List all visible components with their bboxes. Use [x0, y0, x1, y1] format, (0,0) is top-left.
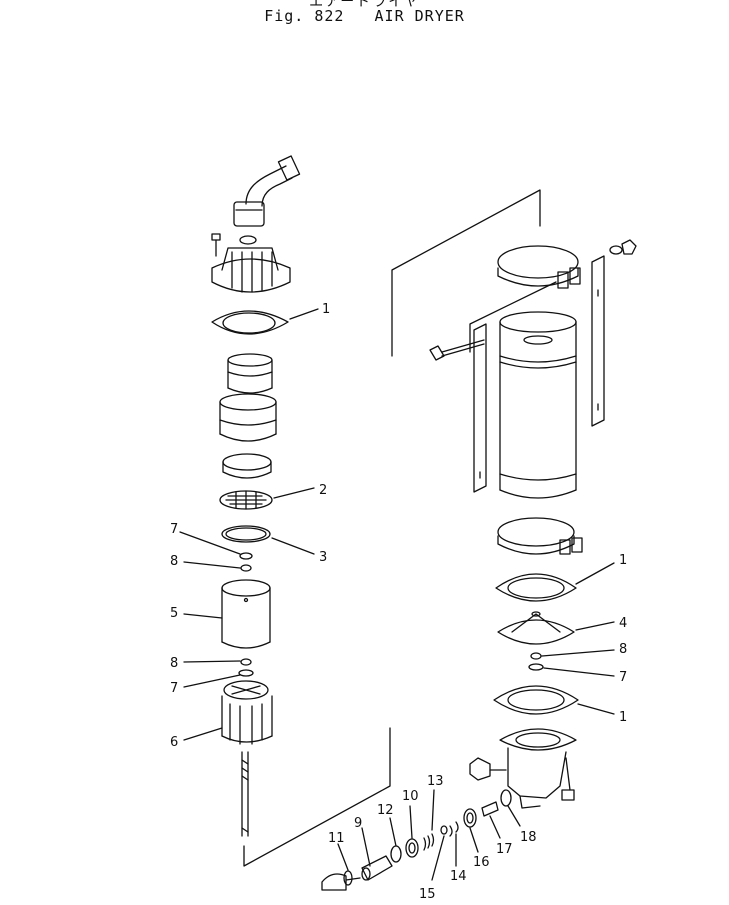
spring-part [423, 833, 435, 851]
leader-line [489, 815, 501, 839]
spring-seat-part [405, 838, 419, 858]
mesh-filter-part [219, 490, 273, 510]
nut-part [240, 564, 252, 572]
cone-baffle-part [497, 611, 575, 645]
leader-line [183, 613, 223, 619]
leader-line [273, 487, 315, 499]
callout-16: 16 [473, 855, 490, 870]
callout-7-upper: 7 [170, 522, 178, 537]
ring-part [390, 845, 402, 863]
leader-line [543, 667, 615, 677]
leader-line [179, 531, 241, 555]
callout-5: 5 [170, 606, 178, 621]
bowl-part [219, 393, 277, 442]
gasket-part [495, 573, 577, 602]
connection-line [469, 281, 557, 353]
callout-12: 12 [377, 803, 394, 818]
valve-seat-part [449, 821, 459, 837]
callout-3: 3 [319, 550, 327, 565]
callout-9: 9 [354, 816, 362, 831]
cartridge-holder-part [221, 680, 273, 745]
leader-line [541, 649, 615, 657]
washer-part [609, 245, 623, 255]
leader-line [183, 674, 241, 688]
callout-14: 14 [450, 869, 467, 884]
lower-band-clamp-part [497, 517, 583, 555]
o-ring-part [239, 235, 257, 245]
leader-line [183, 660, 241, 663]
leader-line [577, 703, 615, 715]
seal-ring-part [221, 525, 271, 543]
cover-bolt-part [211, 233, 221, 257]
washer-part [238, 669, 254, 677]
figure-title: Fig. 822 AIR DRYER [264, 7, 465, 25]
ball-part [440, 825, 448, 835]
callout-13: 13 [427, 774, 444, 789]
callout-7-right: 7 [619, 670, 627, 685]
figure-japanese-title: エアードライヤ [309, 0, 420, 10]
callout-1-right-upper: 1 [619, 553, 627, 568]
callout-15: 15 [419, 887, 436, 902]
callout-labels: 1 2 3 7 8 5 8 7 6 1 4 8 7 1 11 9 12 10 1… [170, 302, 627, 902]
callout-1-left: 1 [322, 302, 330, 317]
callout-18: 18 [520, 830, 537, 845]
leader-line [183, 727, 223, 741]
center-rod-part [241, 751, 249, 837]
washer-part [528, 663, 544, 671]
nut-part [621, 239, 637, 255]
callout-7-lower: 7 [170, 681, 178, 696]
connection-line [243, 727, 391, 867]
long-bolt-part [429, 339, 485, 361]
base-housing-part [499, 728, 577, 809]
leader-line [575, 621, 615, 631]
connector-part [481, 801, 499, 817]
washer-part [239, 552, 253, 560]
leader-line [409, 805, 413, 839]
drain-plug-part [321, 873, 361, 891]
leader-line [575, 562, 615, 585]
gasket-part [493, 685, 579, 715]
leader-line [431, 835, 445, 881]
base-bolt-part [561, 757, 575, 801]
adapter-part [463, 808, 477, 828]
leader-line [389, 817, 397, 847]
top-cover-part [211, 247, 291, 293]
nut-part [240, 658, 252, 666]
o-ring-part [500, 789, 512, 807]
callout-1-right-lower: 1 [619, 710, 627, 725]
callout-4: 4 [619, 616, 627, 631]
gasket-part [211, 310, 289, 335]
sleeve-part [227, 353, 273, 394]
nut-part [530, 652, 542, 660]
dryer-tank-part [499, 311, 577, 499]
side-plug-part [469, 757, 507, 781]
callout-17: 17 [496, 842, 513, 857]
seal-ring-inner [225, 527, 267, 541]
callout-8-lower: 8 [170, 656, 178, 671]
disc-part [222, 453, 272, 479]
leader-line [183, 561, 241, 569]
leader-line [431, 789, 435, 831]
callout-11: 11 [328, 831, 345, 846]
connection-line [391, 189, 541, 357]
leader-line [361, 827, 371, 867]
valve-body-part [361, 855, 393, 881]
mounting-strap-part [473, 323, 487, 493]
elbow-hose-part [233, 155, 301, 227]
leader-line [271, 537, 315, 555]
o-ring-part [343, 870, 353, 886]
upper-band-clamp-part [497, 245, 581, 289]
leader-line [469, 827, 479, 853]
mounting-strap-part [591, 255, 605, 427]
callout-8-right: 8 [619, 642, 627, 657]
callout-2: 2 [319, 483, 327, 498]
filter-element-part [221, 579, 271, 649]
leader-line [337, 843, 349, 871]
callout-6: 6 [170, 735, 178, 750]
callout-8-upper: 8 [170, 554, 178, 569]
leader-line [289, 308, 319, 320]
leader-line [507, 805, 521, 827]
callout-10: 10 [402, 789, 419, 804]
